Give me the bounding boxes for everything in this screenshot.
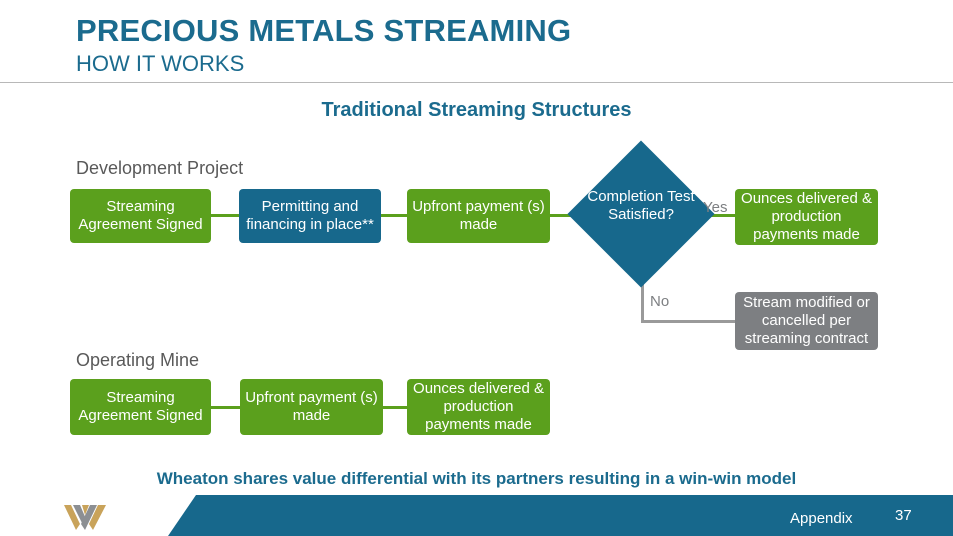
connector-decision-yes (692, 214, 736, 217)
footer-band (168, 495, 953, 536)
dev-permitting-financing-box: Permitting and financing in place** (239, 189, 381, 243)
page-subtitle: HOW IT WORKS (76, 51, 245, 76)
tagline: Wheaton shares value differential with i… (156, 469, 797, 488)
operating-mine-label: Operating Mine (76, 350, 200, 370)
no-label: No (650, 293, 670, 310)
connector-op-1-2 (209, 406, 241, 409)
connector-dev-2-3 (380, 214, 408, 217)
connector-decision-no-horizontal (641, 320, 736, 323)
completion-test-label: Completion Test Satisfied? (587, 188, 695, 223)
connector-dev-1-2 (209, 214, 241, 217)
development-project-label: Development Project (76, 158, 244, 178)
page-number: 37 (895, 507, 912, 524)
section-heading: Traditional Streaming Structures (321, 99, 632, 121)
wheaton-logo-icon (64, 505, 106, 530)
yes-label: Yes (703, 199, 728, 216)
dev-streaming-agreement-box: Streaming Agreement Signed (70, 189, 211, 243)
connector-op-2-3 (382, 406, 408, 409)
dev-upfront-payment-box: Upfront payment (s) made (407, 189, 550, 243)
op-ounces-delivered-box: Ounces delivered & production payments m… (407, 379, 550, 435)
dev-ounces-delivered-box: Ounces delivered & production payments m… (735, 189, 878, 245)
footer-appendix-label: Appendix (790, 510, 853, 527)
header-divider (0, 82, 953, 83)
op-upfront-payment-box: Upfront payment (s) made (240, 379, 383, 435)
connector-decision-no-vertical (641, 262, 644, 322)
op-streaming-agreement-box: Streaming Agreement Signed (70, 379, 211, 435)
stream-modified-box: Stream modified or cancelled per streami… (735, 292, 878, 350)
page-title: PRECIOUS METALS STREAMING (76, 13, 572, 48)
